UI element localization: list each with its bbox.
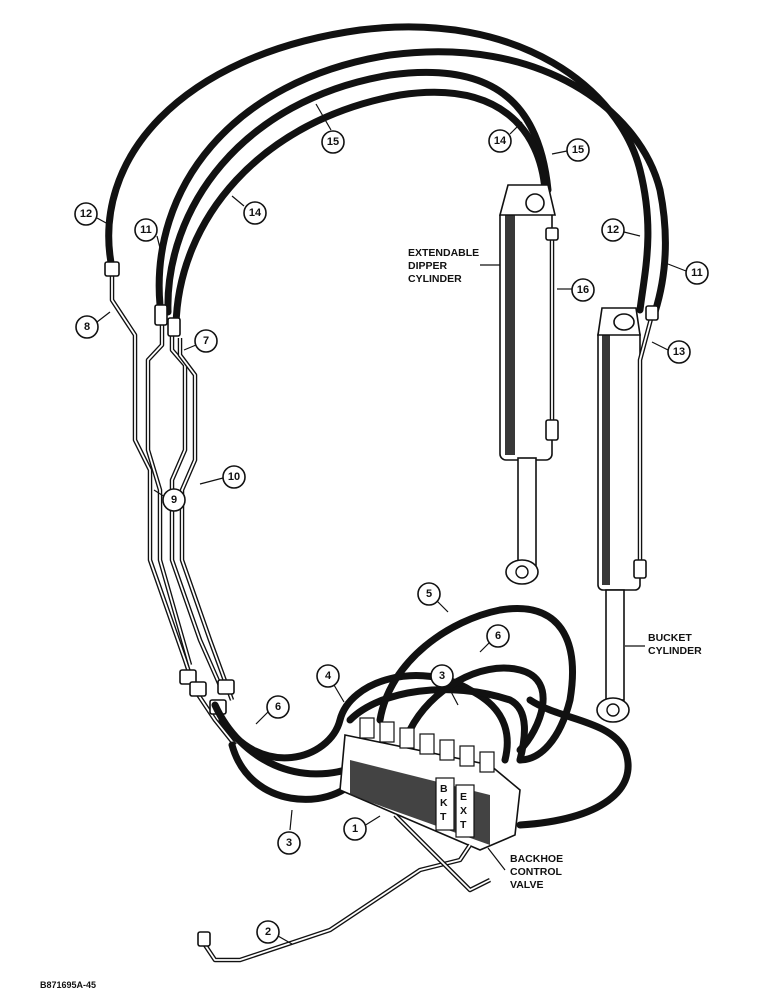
valve-ext-e: E <box>460 791 467 803</box>
backhoe-control-valve: B K T E X T <box>339 717 521 851</box>
tube-10 <box>177 338 235 701</box>
callout-14-left: 14 <box>231 195 267 225</box>
callout-16: 16 <box>557 278 595 302</box>
svg-text:11: 11 <box>691 267 703 279</box>
callout-13: 13 <box>651 340 691 364</box>
valve-bkt-t: T <box>440 811 447 823</box>
component-labels: EXTENDABLE DIPPER CYLINDER BUCKET CYLIND… <box>40 247 702 990</box>
bucket-label-line-2: CYLINDER <box>648 645 702 657</box>
svg-text:12: 12 <box>607 224 619 236</box>
dipper-label-line-1: EXTENDABLE <box>408 247 479 259</box>
svg-text:15: 15 <box>572 144 584 156</box>
svg-text:13: 13 <box>673 346 685 358</box>
svg-text:3: 3 <box>439 670 445 682</box>
svg-text:1: 1 <box>352 823 358 835</box>
svg-text:15: 15 <box>327 136 339 148</box>
dipper-label-line-3: CYLINDER <box>408 273 462 285</box>
callout-9: 9 <box>153 488 186 512</box>
bucket-label-line-1: BUCKET <box>648 632 692 644</box>
callout-12-right: 12 <box>601 218 641 242</box>
valve-label-line-2: CONTROL <box>510 866 562 878</box>
callout-15-right: 15 <box>551 138 590 162</box>
tube-2 <box>203 843 472 963</box>
extendable-dipper-cylinder <box>498 184 559 585</box>
valve-ext-t: T <box>460 819 467 831</box>
valve-bkt-b: B <box>440 783 448 795</box>
svg-text:14: 14 <box>494 135 507 147</box>
callout-1: 1 <box>343 815 381 841</box>
svg-text:3: 3 <box>286 837 292 849</box>
svg-text:16: 16 <box>577 284 589 296</box>
callout-7: 7 <box>183 329 218 353</box>
hose-6 <box>406 664 547 754</box>
hose-5 <box>376 605 576 764</box>
callout-11-left: 11 <box>134 218 161 249</box>
hose-4 <box>218 672 511 764</box>
dipper-label-line-2: DIPPER <box>408 260 448 272</box>
upper-hoses <box>105 23 669 330</box>
callout-6-left: 6 <box>255 695 290 725</box>
callout-10: 10 <box>199 465 246 489</box>
callout-12-left: 12 <box>74 202 109 226</box>
hose-12 <box>105 23 652 314</box>
callout-14-top: 14 <box>488 121 523 153</box>
callout-11-right: 11 <box>667 261 709 285</box>
callout-4: 4 <box>316 664 345 703</box>
callout-3-upper: 3 <box>430 664 459 706</box>
svg-text:6: 6 <box>275 701 281 713</box>
callout-15-top: 15 <box>315 103 345 154</box>
valve-ext-x: X <box>460 805 467 817</box>
svg-text:9: 9 <box>171 494 177 506</box>
hose-11 <box>155 48 669 316</box>
svg-text:2: 2 <box>265 926 271 938</box>
valve-label-line-1: BACKHOE <box>510 853 563 865</box>
hose-15 <box>164 68 552 316</box>
callouts: 1 2 3 3 4 5 6 <box>74 103 709 945</box>
callout-5: 5 <box>417 582 449 613</box>
svg-text:12: 12 <box>80 208 92 220</box>
callout-6-right: 6 <box>479 624 510 653</box>
svg-text:5: 5 <box>426 588 432 600</box>
hose-14 <box>172 88 549 330</box>
figure-id: B871695A-45 <box>40 980 96 990</box>
hose-bucket-return <box>516 696 632 829</box>
svg-text:6: 6 <box>495 630 501 642</box>
hose-3 <box>346 686 528 764</box>
bucket-cylinder <box>596 305 659 723</box>
svg-text:14: 14 <box>249 207 262 219</box>
callout-8: 8 <box>75 311 111 339</box>
callout-2: 2 <box>256 920 293 945</box>
svg-text:4: 4 <box>325 670 332 682</box>
svg-text:8: 8 <box>84 321 90 333</box>
svg-text:10: 10 <box>228 471 240 483</box>
valve-bkt-k: K <box>440 797 448 809</box>
valve-label-line-3: VALVE <box>510 879 543 891</box>
svg-text:11: 11 <box>140 224 152 236</box>
tube-2-group <box>197 813 492 963</box>
callout-3-lower: 3 <box>277 809 301 855</box>
svg-text:7: 7 <box>203 335 209 347</box>
left-tubes <box>109 272 237 747</box>
